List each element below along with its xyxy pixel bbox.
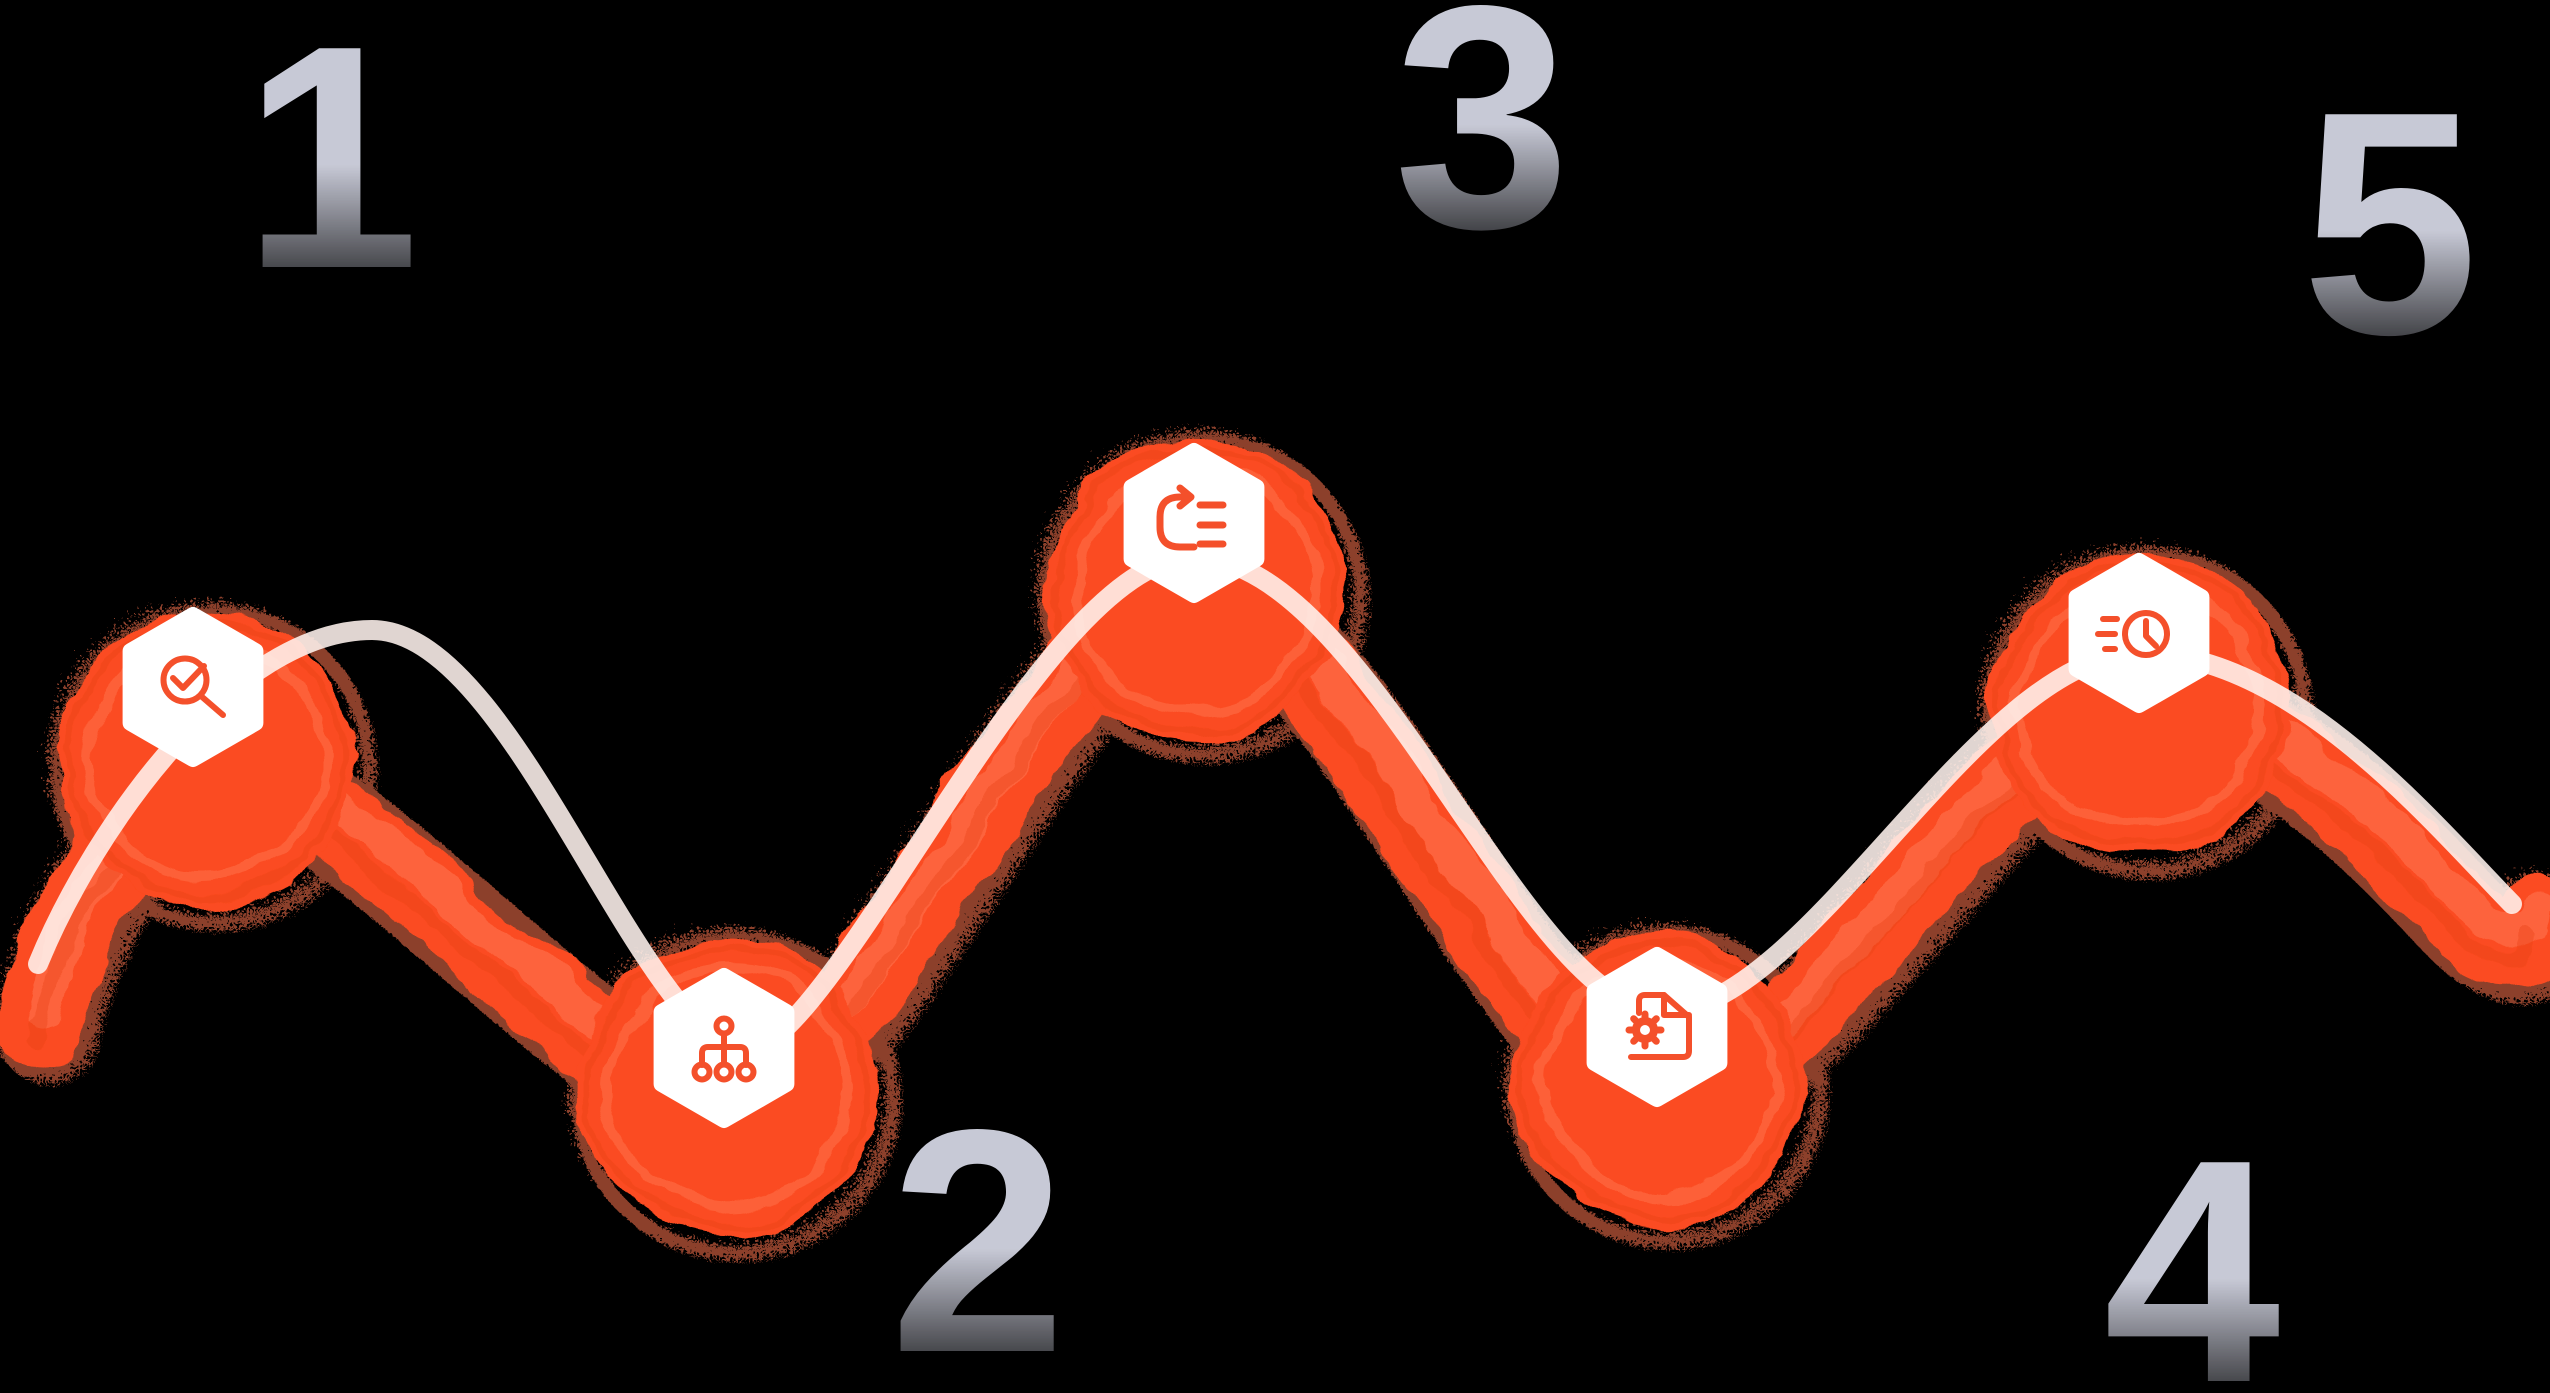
iteration-list-icon bbox=[1156, 484, 1227, 551]
hexagon-badges bbox=[122, 443, 2210, 1128]
gear-icon bbox=[1625, 1010, 1665, 1050]
search-check-icon bbox=[160, 655, 226, 718]
step-badge-3 bbox=[1123, 443, 1265, 603]
step-number-3: 3 bbox=[1393, 0, 1571, 295]
document-gear-icon bbox=[1625, 992, 1692, 1060]
step-number-4: 4 bbox=[2103, 1094, 2281, 1393]
wave-fringe bbox=[40, 425, 2533, 1253]
step-number-1: 1 bbox=[242, 0, 420, 335]
clock-speed-icon bbox=[2095, 610, 2170, 658]
step-badge-5 bbox=[2068, 553, 2210, 713]
hierarchy-icon bbox=[691, 1015, 757, 1083]
step-number-5: 5 bbox=[2301, 46, 2479, 401]
step-badge-1 bbox=[122, 607, 264, 767]
step-number-2: 2 bbox=[889, 1064, 1067, 1393]
